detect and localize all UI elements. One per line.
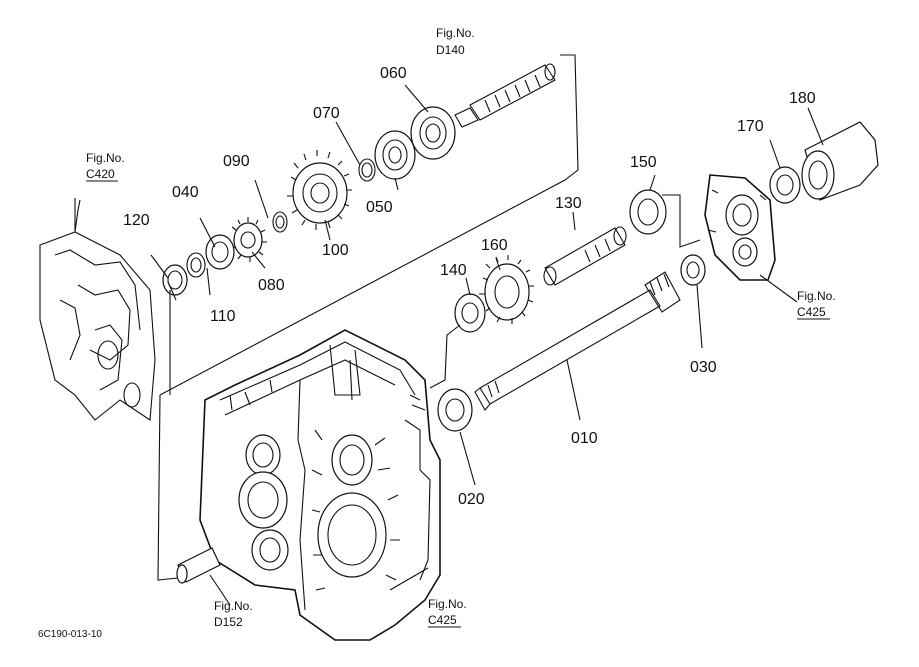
figref-d140[interactable]: Fig.No. D140 [436, 26, 475, 57]
label-170: 170 [737, 118, 764, 135]
figref-c425-right-code: C425 [797, 305, 826, 319]
bearing-060 [410, 106, 456, 160]
washer-110 [186, 252, 206, 278]
gear-100 [287, 150, 352, 230]
drawing-reference: 6C190-013-10 [38, 629, 102, 640]
label-110: 110 [210, 308, 236, 325]
bearing-040 [205, 234, 235, 270]
figref-c425-bottom-title: Fig.No. [428, 597, 467, 611]
left-housing-fragment [39, 199, 156, 421]
label-020: 020 [458, 491, 485, 508]
label-010: 010 [571, 430, 598, 447]
figref-c420-code: C420 [86, 167, 115, 181]
label-080: 080 [258, 277, 285, 294]
pipe-d152 [176, 547, 221, 584]
transmission-case [199, 329, 441, 641]
leader-lines [74, 54, 824, 606]
label-030: 030 [690, 359, 717, 376]
figref-c420-title: Fig.No. [86, 151, 125, 165]
cover-180 [801, 121, 879, 201]
gear-160 [479, 255, 534, 324]
label-040: 040 [172, 184, 199, 201]
seal-170 [769, 166, 801, 204]
figref-d152[interactable]: Fig.No. D152 [214, 599, 253, 629]
label-150: 150 [630, 154, 657, 171]
seal-030 [680, 254, 706, 286]
label-130: 130 [555, 195, 582, 212]
figref-d152-code: D152 [214, 615, 243, 629]
snap-ring-090 [272, 211, 288, 233]
label-090: 090 [223, 153, 250, 170]
label-100: 100 [322, 242, 349, 259]
figref-d140-title: Fig.No. [436, 26, 475, 40]
snap-ring-070 [358, 158, 376, 182]
figref-c420[interactable]: Fig.No. C420 [86, 151, 125, 182]
pinion-shaft-130 [543, 226, 627, 286]
seal-120 [162, 264, 188, 296]
figref-c425-bottom[interactable]: Fig.No. C425 [428, 597, 467, 628]
figref-c425-bottom-code: C425 [428, 613, 457, 627]
bearing-050 [374, 130, 416, 180]
bearing-150 [629, 189, 667, 235]
label-140: 140 [440, 262, 467, 279]
figref-c425-right-title: Fig.No. [797, 289, 836, 303]
gear-080 [230, 217, 267, 262]
figref-d140-code: D140 [436, 43, 465, 57]
label-180: 180 [789, 90, 816, 107]
label-060: 060 [380, 65, 407, 82]
bearing-140 [454, 293, 486, 333]
label-070: 070 [313, 105, 340, 122]
input-shaft-d140 [454, 63, 556, 128]
figref-c425-right[interactable]: Fig.No. C425 [797, 289, 836, 320]
label-050: 050 [366, 199, 393, 216]
main-shaft-010 [474, 271, 681, 411]
figref-d152-title: Fig.No. [214, 599, 253, 613]
rear-cover-plate [704, 174, 776, 281]
label-120: 120 [123, 212, 150, 229]
bearing-020 [437, 388, 473, 432]
label-160: 160 [481, 237, 508, 254]
